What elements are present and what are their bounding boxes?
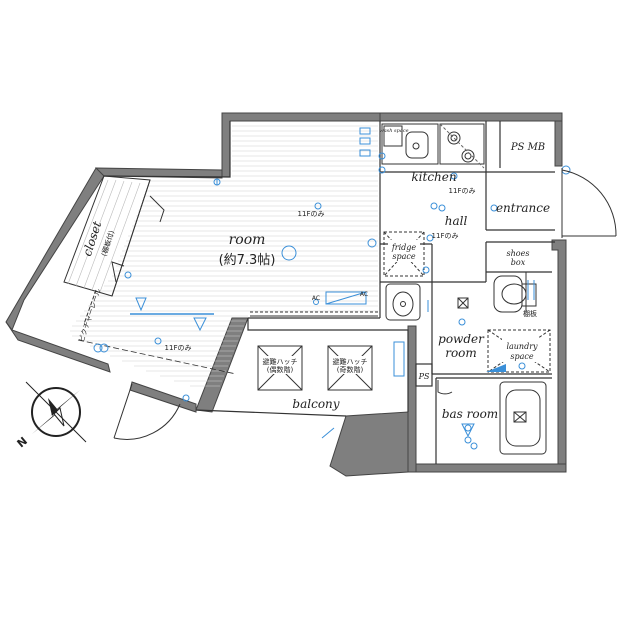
room-floor-note: 11Fのみ <box>298 210 325 218</box>
wall-balcony-left <box>195 317 249 413</box>
hall-floor-note: 11Fのみ <box>432 232 459 240</box>
powder-blue <box>422 266 535 326</box>
fridge-space <box>383 231 425 277</box>
shoes-box-label-1: shoes <box>507 249 530 258</box>
wall-closet-left <box>5 167 105 332</box>
shoes-box-label-2: box <box>511 258 526 267</box>
laundry-label-bg <box>502 338 542 362</box>
closet-sublabel: (棚板付) <box>99 229 116 257</box>
room-fixtures <box>93 178 377 402</box>
fridge-label-bg <box>388 240 420 262</box>
ps-label: PS <box>418 372 430 381</box>
laundry-drain-icon <box>486 364 506 372</box>
laundry-space-label-1: laundry <box>506 342 538 351</box>
picture-rail-label: ピクチャーレール <box>78 288 103 344</box>
entrance-label: entrance <box>496 201 550 215</box>
hatch-right-label-bg <box>332 356 368 374</box>
entrance-door <box>561 168 617 238</box>
powder-room-label-2: room <box>445 346 477 360</box>
room-label: room <box>229 232 266 248</box>
hatch-left-label-bg <box>262 356 298 374</box>
closet <box>63 175 165 297</box>
hatch-right-label-1: 避難ハッチ <box>333 357 368 366</box>
compass-north-label: N <box>15 434 30 450</box>
bath-fixtures <box>437 380 547 455</box>
balcony-label: balcony <box>292 397 339 411</box>
powder-fixtures <box>385 244 537 321</box>
rail-floor-note: 11Fのみ <box>165 344 192 352</box>
room-floor-pattern <box>70 125 378 387</box>
fridge-space-label-1: fridge <box>391 243 417 252</box>
ac-label-2: AC <box>360 291 368 298</box>
kitchen-label: kitchen <box>411 170 456 184</box>
room-size-label: (約7.3帖) <box>219 253 276 268</box>
wall-room-left <box>5 321 111 373</box>
wash-space-label: wash space <box>379 128 408 134</box>
ac-label-1: AC <box>312 295 320 302</box>
wall-kitchen-top <box>379 112 563 122</box>
walls <box>5 112 567 477</box>
room-door <box>113 383 181 440</box>
ps-mb-label: PS MB <box>510 142 545 153</box>
bath-room-label: bas room <box>442 407 498 421</box>
wall-room-bottom <box>129 381 197 413</box>
wall-bath-bottom <box>415 463 567 473</box>
hatch-left-label-2: (偶数階) <box>267 365 294 374</box>
wall-bath-left <box>407 325 417 473</box>
bath-blue <box>461 362 526 450</box>
balcony-window <box>250 311 378 317</box>
wall-balcony-corner <box>329 411 409 477</box>
kitchen-fixtures <box>381 123 485 169</box>
fridge-space-label-2: space <box>392 252 415 261</box>
kitchen-floor-note: 11Fのみ <box>449 187 476 195</box>
compass <box>25 381 87 443</box>
hatch-right-label-2: (奇数階) <box>337 365 364 374</box>
shelf-label: 棚板 <box>523 309 537 318</box>
wall-right-upper <box>554 120 563 167</box>
powder-room-label-1: powder <box>438 332 485 346</box>
hatch-left-label-1: 避難ハッチ <box>263 357 298 366</box>
kitchen-blue <box>359 127 498 242</box>
wall-right-lower <box>551 239 567 473</box>
wall-room-top <box>221 112 381 178</box>
picture-rail <box>77 289 237 375</box>
laundry-space-label-2: space <box>510 352 533 361</box>
hall-label: hall <box>445 214 468 228</box>
